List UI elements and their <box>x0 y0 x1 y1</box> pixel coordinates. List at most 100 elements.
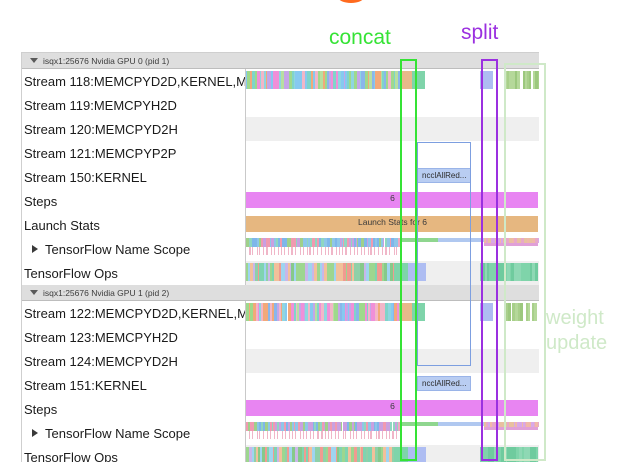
timeline-row-label[interactable]: Stream 118:MEMCPYD2D,KERNEL,ME <box>22 69 246 93</box>
timeline-block <box>300 247 301 255</box>
timeline-track[interactable] <box>246 237 539 261</box>
timeline-row-label-text: TensorFlow Ops <box>22 450 118 462</box>
timeline-row[interactable]: Stream 122:MEMCPYD2D,KERNEL,MI <box>22 301 539 325</box>
timeline-block <box>274 431 275 439</box>
timeline-block <box>480 303 493 321</box>
timeline-block <box>356 431 357 439</box>
timeline-block <box>361 431 362 439</box>
steps-bar[interactable] <box>246 192 538 208</box>
timeline-row-label[interactable]: TensorFlow Name Scope <box>22 237 246 261</box>
timeline-row-label[interactable]: Stream 121:MEMCPYP2P <box>22 141 246 165</box>
timeline-row-label[interactable]: Stream 150:KERNEL <box>22 165 246 189</box>
caret-right-icon[interactable] <box>32 245 38 253</box>
timeline-row-label[interactable]: Stream 119:MEMCPYH2D <box>22 93 246 117</box>
caret-down-icon[interactable] <box>30 290 38 295</box>
timeline-track[interactable]: Launch Stats for 6 <box>246 213 539 237</box>
timeline-row[interactable]: Stream 151:KERNEL ncclAllRed... <box>22 373 539 397</box>
timeline-block <box>368 247 369 255</box>
timeline-row[interactable]: Stream 121:MEMCPYP2P <box>22 141 539 165</box>
timeline-row-label[interactable]: TensorFlow Ops <box>22 445 246 462</box>
timeline-row-label[interactable]: Stream 120:MEMCPYD2H <box>22 117 246 141</box>
timeline-track[interactable] <box>246 421 539 445</box>
timeline-row-label[interactable]: Stream 151:KERNEL <box>22 373 246 397</box>
steps-bar[interactable] <box>246 400 538 416</box>
timeline-track[interactable] <box>246 117 539 141</box>
timeline-row-label[interactable]: Launch Stats <box>22 213 246 237</box>
group-title: isqx1:25676 Nvidia GPU 0 (pid 1) <box>43 56 169 66</box>
timeline-block <box>291 247 292 255</box>
timeline-track[interactable]: 6 <box>246 189 539 213</box>
timeline-track[interactable] <box>246 69 539 93</box>
annotation-weight-line1: weight <box>546 306 607 331</box>
nccl-allreduce-bar[interactable]: ncclAllRed... <box>417 168 471 183</box>
timeline-row[interactable]: Stream 118:MEMCPYD2D,KERNEL,ME <box>22 69 539 93</box>
timeline-block <box>401 303 412 321</box>
timeline-row-label-text: Stream 150:KERNEL <box>22 170 147 185</box>
timeline-track[interactable] <box>246 141 539 165</box>
timeline-block <box>295 247 296 255</box>
timeline-row-label-text: TensorFlow Name Scope <box>45 426 190 441</box>
timeline-row-label[interactable]: Stream 123:MEMCPYH2D <box>22 325 246 349</box>
timeline-block <box>394 447 408 462</box>
group-header[interactable]: isqx1:25676 Nvidia GPU 0 (pid 1) <box>22 53 539 69</box>
annotation-split: split <box>461 21 498 45</box>
nccl-allreduce-bar[interactable]: ncclAllRed... <box>417 376 471 391</box>
timeline-block <box>263 431 264 439</box>
timeline-block <box>267 431 268 439</box>
timeline-block <box>249 247 250 255</box>
timeline-track[interactable] <box>246 325 539 349</box>
timeline-block <box>274 247 275 255</box>
timeline-row[interactable]: Stream 119:MEMCPYH2D <box>22 93 539 117</box>
trace-viewer-panel[interactable]: isqx1:25676 Nvidia GPU 0 (pid 1) Stream 1… <box>21 52 539 462</box>
timeline-block <box>396 247 397 255</box>
timeline-row[interactable]: Stream 124:MEMCPYD2H <box>22 349 539 373</box>
timeline-row[interactable]: Stream 120:MEMCPYD2H <box>22 117 539 141</box>
caret-right-icon[interactable] <box>32 429 38 437</box>
timeline-row[interactable]: Stream 123:MEMCPYH2D <box>22 325 539 349</box>
timeline-row-label[interactable]: Stream 122:MEMCPYD2D,KERNEL,MI <box>22 301 246 325</box>
timeline-block <box>321 247 322 255</box>
timeline-block <box>303 431 304 439</box>
timeline-slice <box>537 263 538 281</box>
timeline-row[interactable]: TensorFlow Name Scope <box>22 421 539 445</box>
group-title: isqx1:25676 Nvidia GPU 1 (pid 2) <box>43 288 169 298</box>
timeline-row[interactable]: TensorFlow Ops <box>22 445 539 462</box>
timeline-track[interactable]: ncclAllRed... <box>246 165 539 189</box>
annotation-concat: concat <box>329 26 391 50</box>
timeline-row-label[interactable]: Steps <box>22 189 246 213</box>
timeline-block <box>350 431 351 439</box>
timeline-row-label-text: Stream 119:MEMCPYH2D <box>22 98 177 113</box>
timeline-row-label[interactable]: Steps <box>22 397 246 421</box>
timeline-row[interactable]: Stream 150:KERNEL ncclAllRed... <box>22 165 539 189</box>
timeline-block <box>257 247 258 255</box>
timeline-block <box>364 431 365 439</box>
timeline-block <box>270 431 271 439</box>
timeline-block <box>335 431 336 439</box>
timeline-block <box>368 431 369 439</box>
timeline-track[interactable] <box>246 445 539 462</box>
timeline-track[interactable]: 6 <box>246 397 539 421</box>
timeline-track[interactable] <box>246 301 539 325</box>
timeline-row-label-text: Stream 118:MEMCPYD2D,KERNEL,ME <box>22 74 246 89</box>
caret-down-icon[interactable] <box>30 58 38 63</box>
timeline-row[interactable]: TensorFlow Name Scope <box>22 237 539 261</box>
timeline-block <box>382 431 383 439</box>
timeline-row-label[interactable]: TensorFlow Ops <box>22 261 246 285</box>
timeline-block <box>345 247 346 255</box>
timeline-row[interactable]: TensorFlow Ops <box>22 261 539 285</box>
timeline-track[interactable] <box>246 93 539 117</box>
timeline-block <box>303 247 304 255</box>
group-header[interactable]: isqx1:25676 Nvidia GPU 1 (pid 2) <box>22 285 539 301</box>
timeline-track[interactable]: ncclAllRed... <box>246 373 539 397</box>
timeline-row-label[interactable]: TensorFlow Name Scope <box>22 421 246 445</box>
timeline-track[interactable] <box>246 349 539 373</box>
timeline-block <box>252 247 253 255</box>
timeline-track[interactable] <box>246 261 539 285</box>
timeline-row-label[interactable]: Stream 124:MEMCPYD2H <box>22 349 246 373</box>
launch-stats-bar[interactable] <box>246 216 538 232</box>
timeline-block <box>278 247 279 255</box>
timeline-row-label-text: TensorFlow Ops <box>22 266 118 281</box>
